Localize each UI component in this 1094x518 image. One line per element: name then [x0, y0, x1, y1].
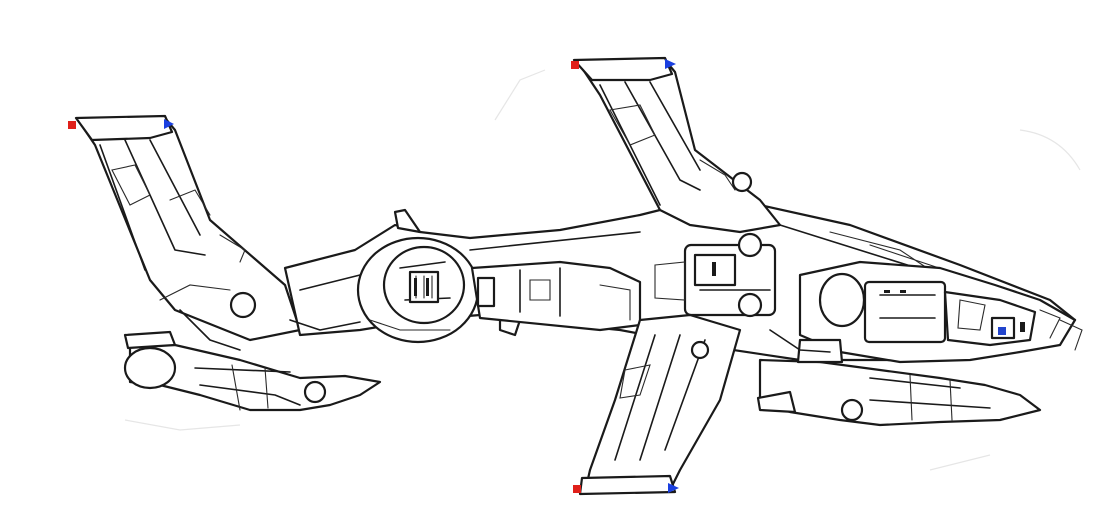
background-sketch-marks	[124, 69, 1081, 471]
starboard-light-upper-wing	[665, 59, 676, 69]
starboard-light-left-wing	[164, 119, 174, 129]
forward-engine-section	[798, 260, 1077, 364]
lower-center-wing	[578, 313, 742, 496]
cargo-block	[470, 260, 642, 332]
starboard-light-lower-wing	[668, 483, 679, 493]
central-ring-module	[356, 236, 480, 344]
port-light-upper-wing	[571, 61, 579, 69]
central-hub	[654, 232, 777, 318]
upper-center-wing	[572, 56, 782, 234]
right-claw-arm	[756, 338, 1042, 427]
left-wing	[74, 114, 302, 342]
port-light-lower-wing	[573, 485, 581, 493]
sensor-light	[998, 327, 1006, 335]
structural-struts	[179, 309, 1083, 353]
port-light-left-wing	[68, 121, 76, 129]
left-claw-arm	[123, 330, 382, 412]
detail-accents	[414, 262, 1025, 332]
